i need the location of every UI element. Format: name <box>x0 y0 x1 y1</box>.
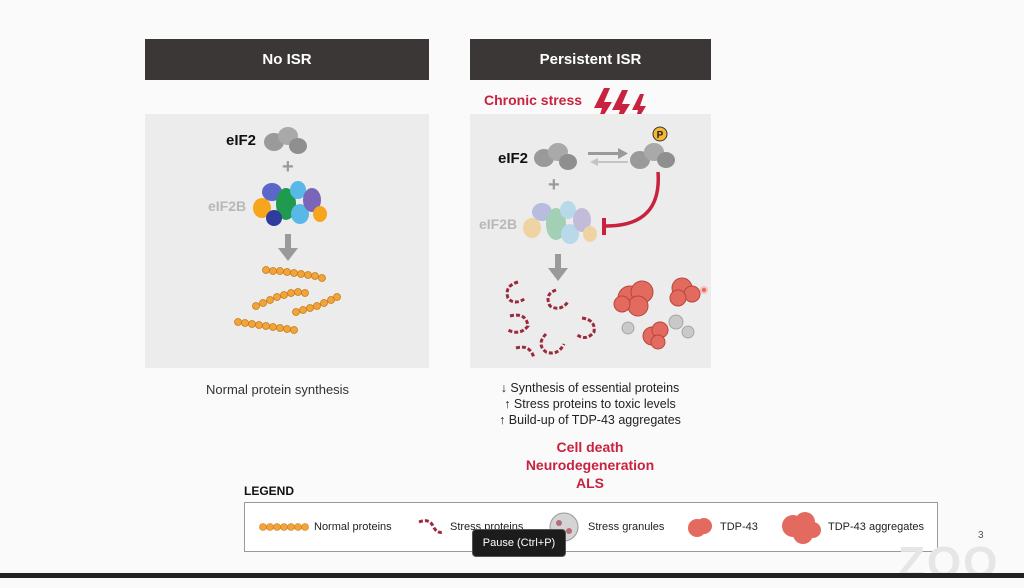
legend-label-stress-granules: Stress granules <box>588 521 665 533</box>
phospho-label: P <box>657 130 664 141</box>
legend-item-tdp43: TDP-43 <box>685 503 758 551</box>
bead-chain-icon <box>259 523 309 531</box>
header-no-isr: No ISR <box>145 39 429 80</box>
equilibrium-arrows-icon <box>588 148 628 166</box>
phospho-eif2-icon: P <box>630 126 675 169</box>
tdp43-aggregate-icon <box>782 512 821 544</box>
pause-tooltip: Pause (Ctrl+P) <box>472 529 566 557</box>
legend-title: LEGEND <box>244 484 295 498</box>
eif2-label-right: eIF2 <box>498 150 529 167</box>
outcome-neurodegeneration: Neurodegeneration <box>525 457 655 473</box>
inhibition-arrow-icon <box>602 171 660 235</box>
legend-item-tdp43-aggregates: TDP-43 aggregates <box>779 503 924 551</box>
lightning-icon <box>594 88 646 130</box>
eif2b-icon-left <box>253 181 327 226</box>
plus-sign-left: + <box>282 156 294 178</box>
outcome-cell-death: Cell death <box>556 439 624 455</box>
arrow-down-icon-left <box>278 234 298 261</box>
effect-tdp43-up: ↑ Build-up of TDP-43 aggregates <box>499 413 681 427</box>
chronic-stress-label: Chronic stress <box>484 92 583 108</box>
tdp43-aggregates-graphic <box>613 277 708 350</box>
normal-synthesis-caption: Normal protein synthesis <box>206 382 350 397</box>
arrow-down-icon-right <box>548 254 568 281</box>
bottom-strip <box>0 573 1024 578</box>
zoom-watermark: ZOO <box>898 538 1000 587</box>
header-no-isr-label: No ISR <box>262 51 312 68</box>
eif2b-label-left: eIF2B <box>208 198 247 214</box>
eif2-icon-right <box>534 143 577 170</box>
legend-label-tdp43-aggregates: TDP-43 aggregates <box>828 521 924 533</box>
eif2b-label-right: eIF2B <box>479 216 518 232</box>
stress-protein-icon <box>418 519 444 534</box>
outcome-als: ALS <box>576 475 604 491</box>
effect-stress-up: ↑ Stress proteins to toxic levels <box>504 397 676 411</box>
effect-synthesis-down: ↓ Synthesis of essential proteins <box>500 381 680 395</box>
legend-box: Normal proteins Stress proteins Stress g… <box>244 502 938 552</box>
header-persistent-isr-label: Persistent ISR <box>539 51 642 68</box>
tdp43-icon <box>688 518 712 537</box>
header-persistent-isr: Persistent ISR <box>470 39 711 80</box>
legend-label-tdp43: TDP-43 <box>720 521 758 533</box>
legend-item-normal-proteins: Normal proteins <box>259 503 392 551</box>
plus-sign-right: + <box>548 174 560 196</box>
legend-label-normal-proteins: Normal proteins <box>314 521 392 533</box>
normal-proteins-graphic <box>234 266 341 334</box>
eif2-icon-left <box>264 127 307 154</box>
eif2-label-left: eIF2 <box>226 132 257 149</box>
stress-proteins-graphic <box>505 280 596 359</box>
eif2b-icon-right-inhibited <box>523 201 597 244</box>
page-number: 3 <box>978 530 984 541</box>
